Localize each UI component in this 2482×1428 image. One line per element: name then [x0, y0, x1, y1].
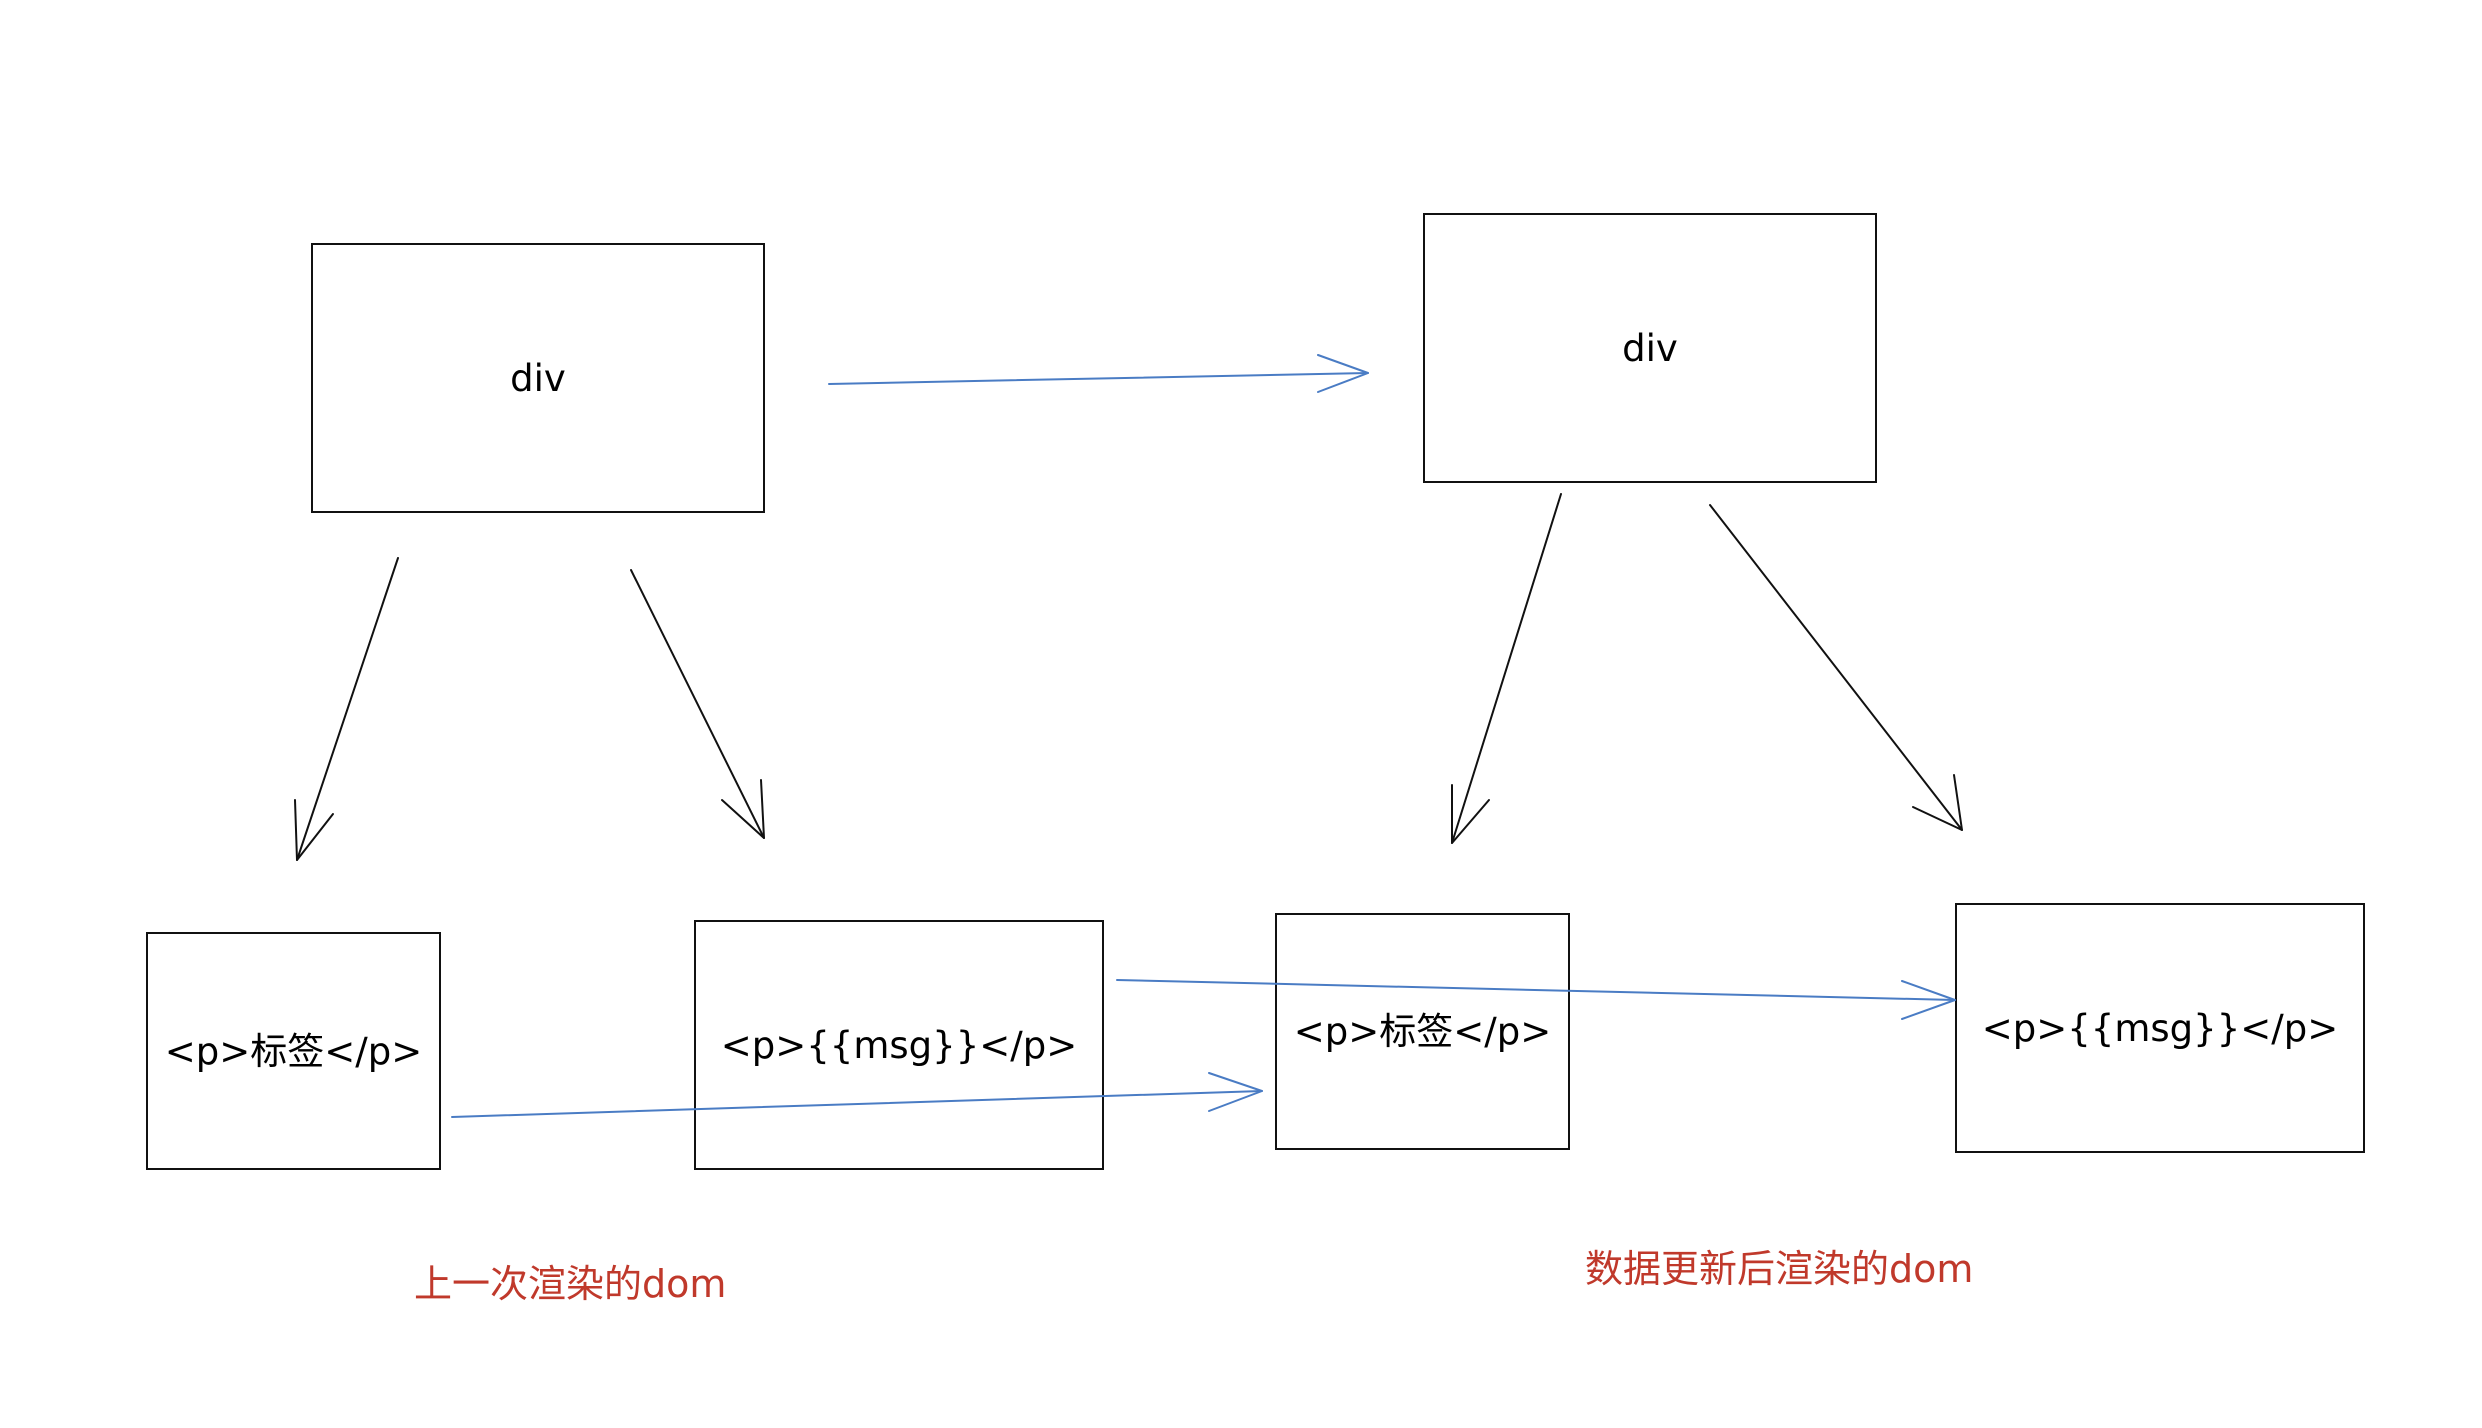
old-root-div-label: div — [510, 356, 566, 400]
new-root-div-label: div — [1622, 326, 1678, 370]
new-root-div-node: div — [1423, 213, 1877, 483]
old-tree-caption: 上一次渲染的dom — [414, 1262, 727, 1306]
old-static-p-node: <p>标签</p> — [146, 932, 441, 1170]
old-root-div-node: div — [311, 243, 765, 513]
old-dynamic-p-label: <p>{{msg}}</p> — [720, 1023, 1078, 1067]
old-dynamic-p-node: <p>{{msg}}</p> — [694, 920, 1104, 1170]
new-root-to-static-edge — [1451, 493, 1562, 844]
new-static-p-node: <p>标签</p> — [1275, 913, 1570, 1150]
new-tree-caption: 数据更新后渲染的dom — [1585, 1247, 1974, 1291]
new-dynamic-p-label: <p>{{msg}}</p> — [1981, 1006, 2339, 1050]
new-root-to-dynamic-edge — [1709, 504, 1963, 831]
new-static-p-label: <p>标签</p> — [1293, 1010, 1552, 1053]
old-root-to-static-edge — [294, 557, 399, 861]
old-root-to-dynamic-edge — [630, 569, 765, 839]
new-dynamic-p-node: <p>{{msg}}</p> — [1955, 903, 2365, 1153]
root-mapping-edge — [828, 354, 1369, 393]
old-static-p-label: <p>标签</p> — [164, 1029, 423, 1073]
